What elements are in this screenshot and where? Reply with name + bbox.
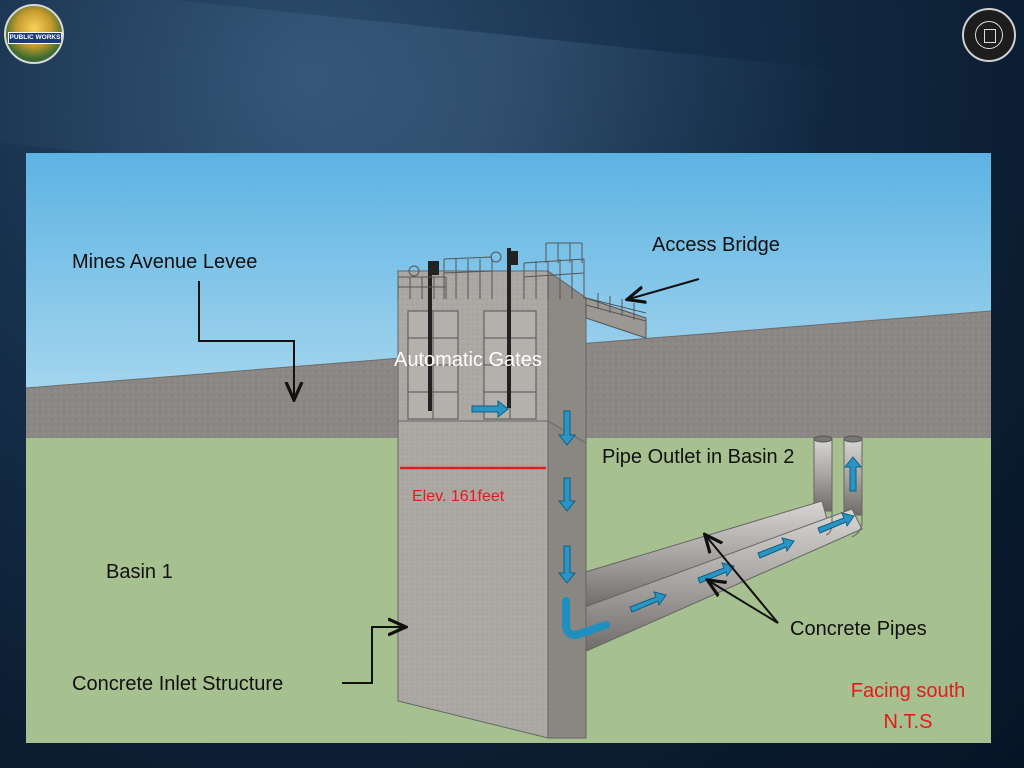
public-works-logo-text: PUBLIC WORKS — [8, 32, 62, 44]
flow-arrow — [471, 399, 509, 419]
inlet-callout — [342, 627, 404, 684]
seal-ring — [975, 21, 1003, 49]
label-facing-south: Facing south — [850, 680, 966, 702]
levee-callout — [198, 281, 294, 398]
diagram-svg — [26, 153, 991, 743]
label-basin-1: Basin 1 — [106, 561, 173, 583]
flow-arrows — [471, 399, 863, 613]
label-pipe-outlet: Pipe Outlet in Basin 2 — [602, 446, 795, 468]
label-access-bridge: Access Bridge — [652, 234, 780, 256]
label-concrete-inlet-structure: Concrete Inlet Structure — [72, 673, 284, 695]
label-automatic-gates: Automatic Gates — [394, 349, 542, 371]
flow-arrow — [757, 537, 795, 559]
access-bridge — [397, 242, 647, 339]
flow-arrow — [557, 545, 577, 584]
flow-elbow — [562, 597, 610, 640]
label-elevation: Elev. 161feet — [412, 488, 505, 505]
flow-arrow — [817, 512, 855, 534]
university-seal-logo — [962, 8, 1016, 62]
label-mines-avenue-levee: Mines Avenue Levee — [72, 251, 258, 273]
seal-emblem — [984, 29, 996, 43]
flow-arrow — [843, 456, 863, 492]
label-concrete-pipes: Concrete Pipes — [790, 618, 927, 640]
callout-lines — [198, 278, 779, 684]
public-works-logo: PUBLIC WORKS — [4, 4, 64, 64]
diagram-panel: Mines Avenue Levee Access Bridge Automat… — [26, 153, 991, 743]
pipe-callout-top — [706, 536, 779, 624]
flow-arrow — [557, 410, 577, 446]
flow-arrow — [557, 477, 577, 512]
pipe-callout-bottom — [709, 581, 779, 624]
label-nts: N.T.S — [883, 711, 933, 733]
flow-arrow — [629, 591, 667, 613]
bridge-callout — [629, 278, 700, 299]
